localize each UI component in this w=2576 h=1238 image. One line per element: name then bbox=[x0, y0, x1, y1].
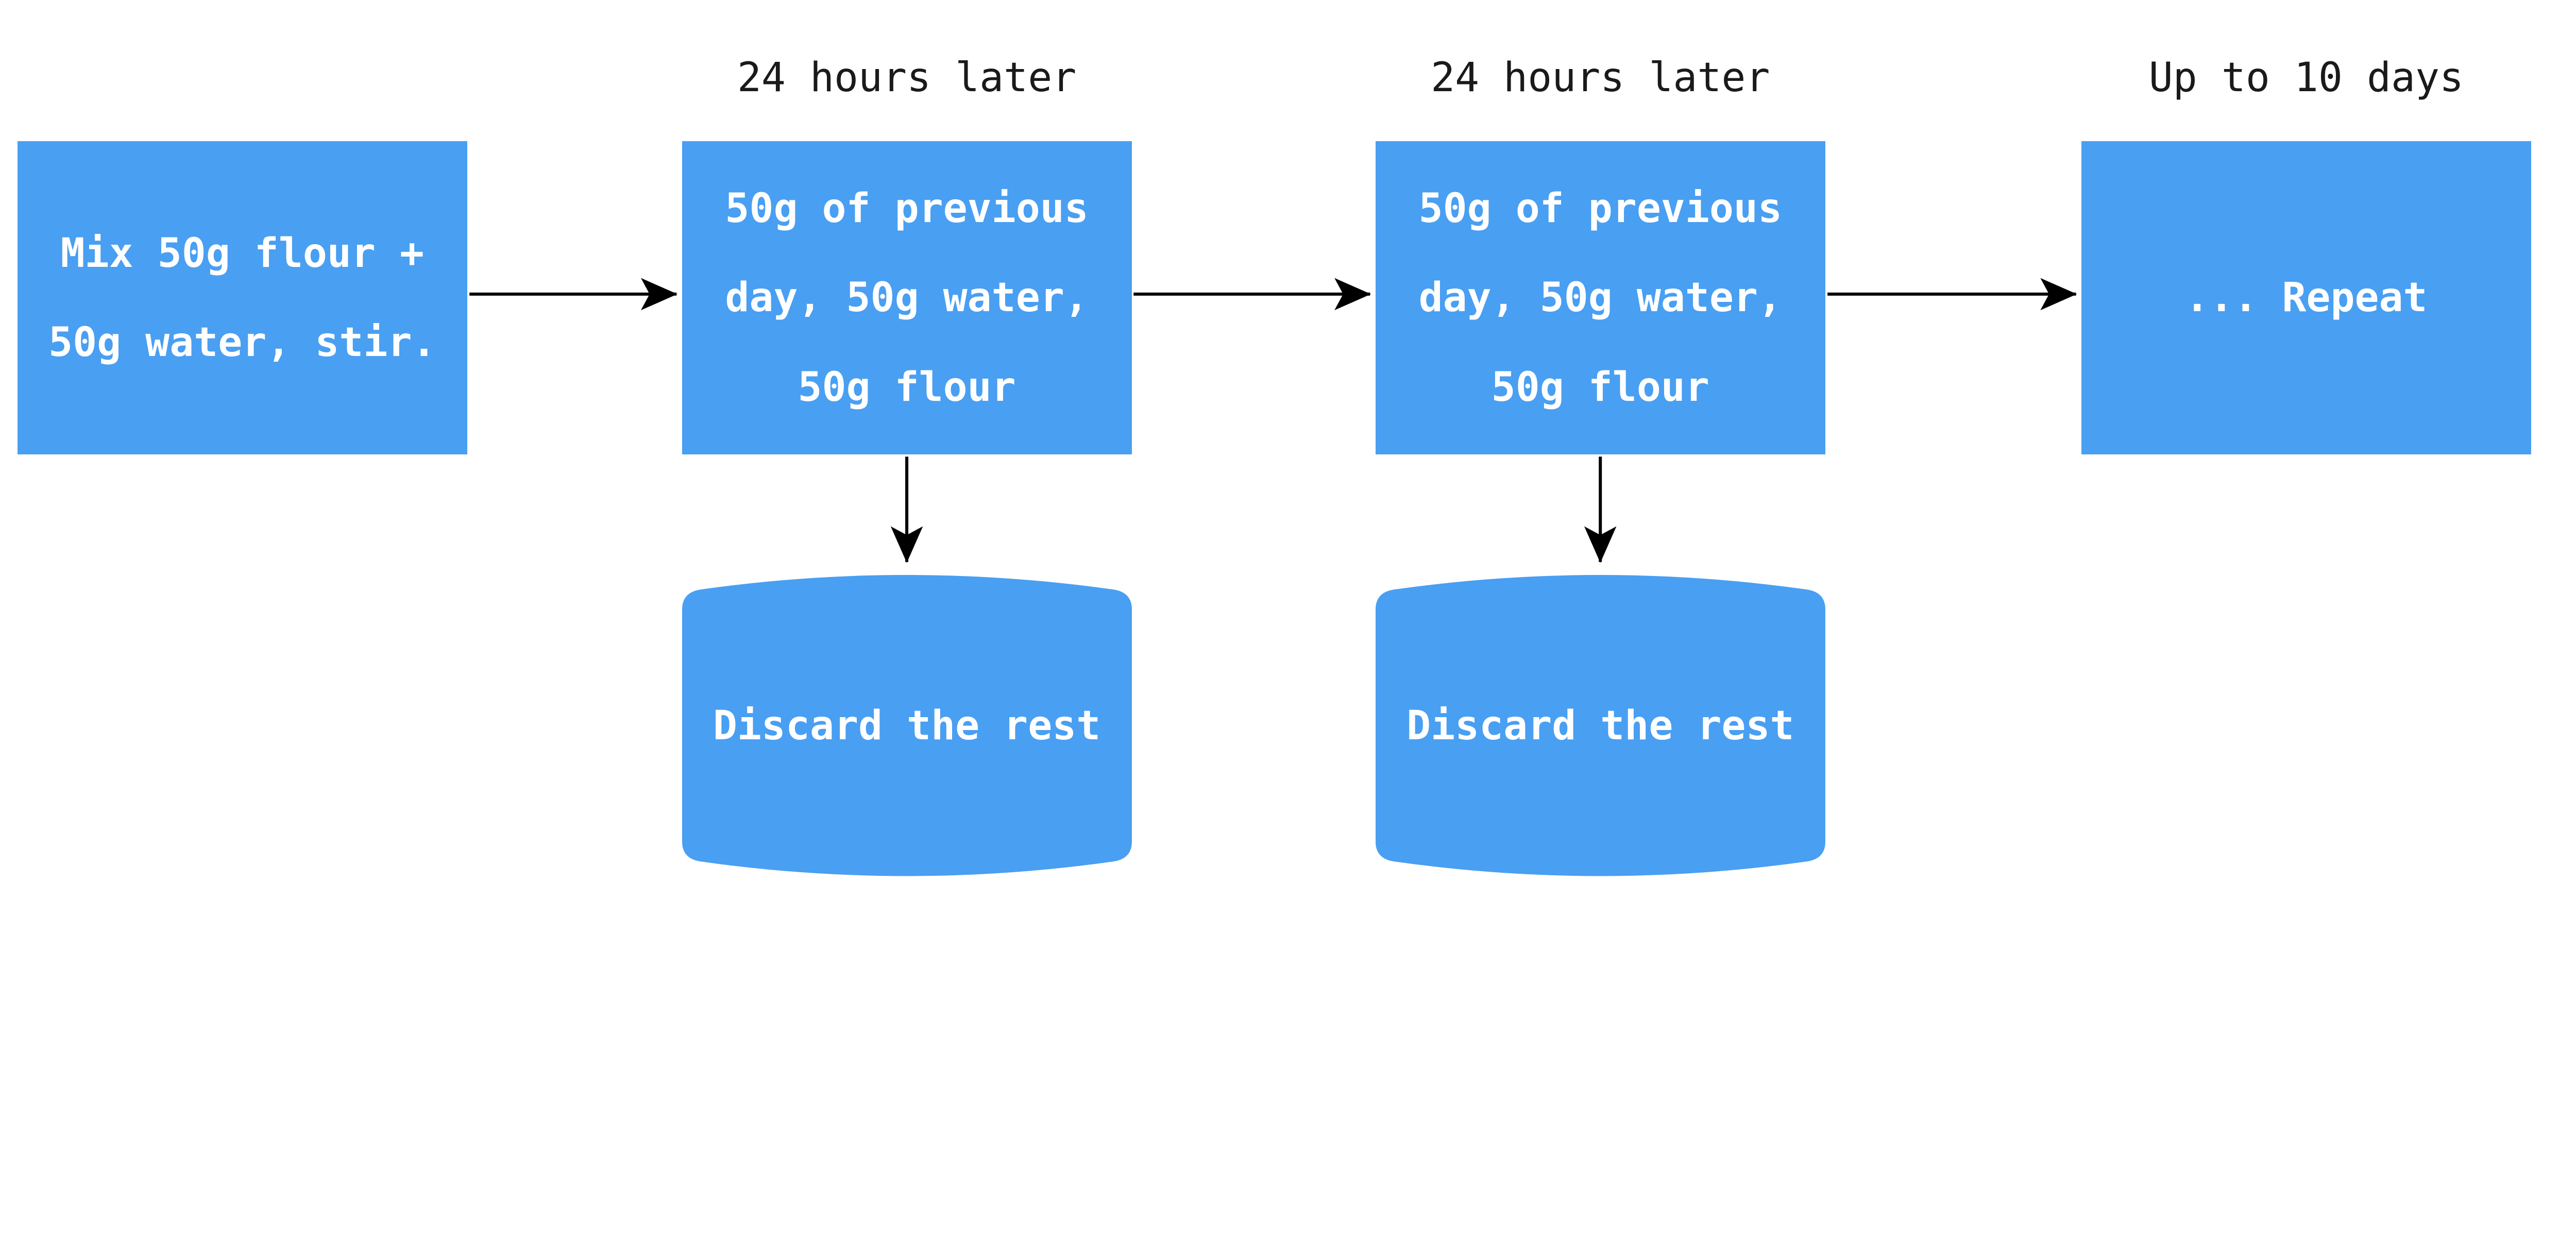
cylinder-shape-icon bbox=[1375, 575, 1825, 876]
flowchart-canvas: 24 hours later 24 hours later Up to 10 d… bbox=[17, 54, 2531, 882]
node-repeat: ... Repeat bbox=[2081, 141, 2531, 454]
node-mix-start-text: Mix 50g flour + 50g water, stir. bbox=[48, 229, 436, 366]
node-repeat-text: ... Repeat bbox=[2185, 274, 2428, 321]
edge-label-up-to-10-days: Up to 10 days bbox=[2148, 54, 2464, 101]
cylinder-path bbox=[1375, 575, 1825, 876]
cylinder-path bbox=[682, 575, 1132, 876]
edge-label-24-hours-later-2: 24 hours later bbox=[1431, 54, 1770, 101]
node-discard-1-text: Discard the rest bbox=[713, 702, 1101, 749]
node-mix-start: Mix 50g flour + 50g water, stir. bbox=[17, 141, 467, 454]
node-feed-day2-text: 50g of previous day, 50g water, 50g flou… bbox=[1418, 184, 1782, 411]
node-discard-1: Discard the rest bbox=[682, 569, 1132, 882]
node-discard-2-text: Discard the rest bbox=[1406, 702, 1794, 749]
node-discard-2: Discard the rest bbox=[1375, 569, 1825, 882]
node-feed-day1-text: 50g of previous day, 50g water, 50g flou… bbox=[725, 184, 1089, 411]
node-feed-day2: 50g of previous day, 50g water, 50g flou… bbox=[1375, 141, 1825, 454]
cylinder-shape-icon bbox=[682, 575, 1132, 876]
edges-layer bbox=[469, 278, 2077, 563]
node-feed-day1: 50g of previous day, 50g water, 50g flou… bbox=[682, 141, 1132, 454]
edge-label-24-hours-later-1: 24 hours later bbox=[737, 54, 1077, 101]
